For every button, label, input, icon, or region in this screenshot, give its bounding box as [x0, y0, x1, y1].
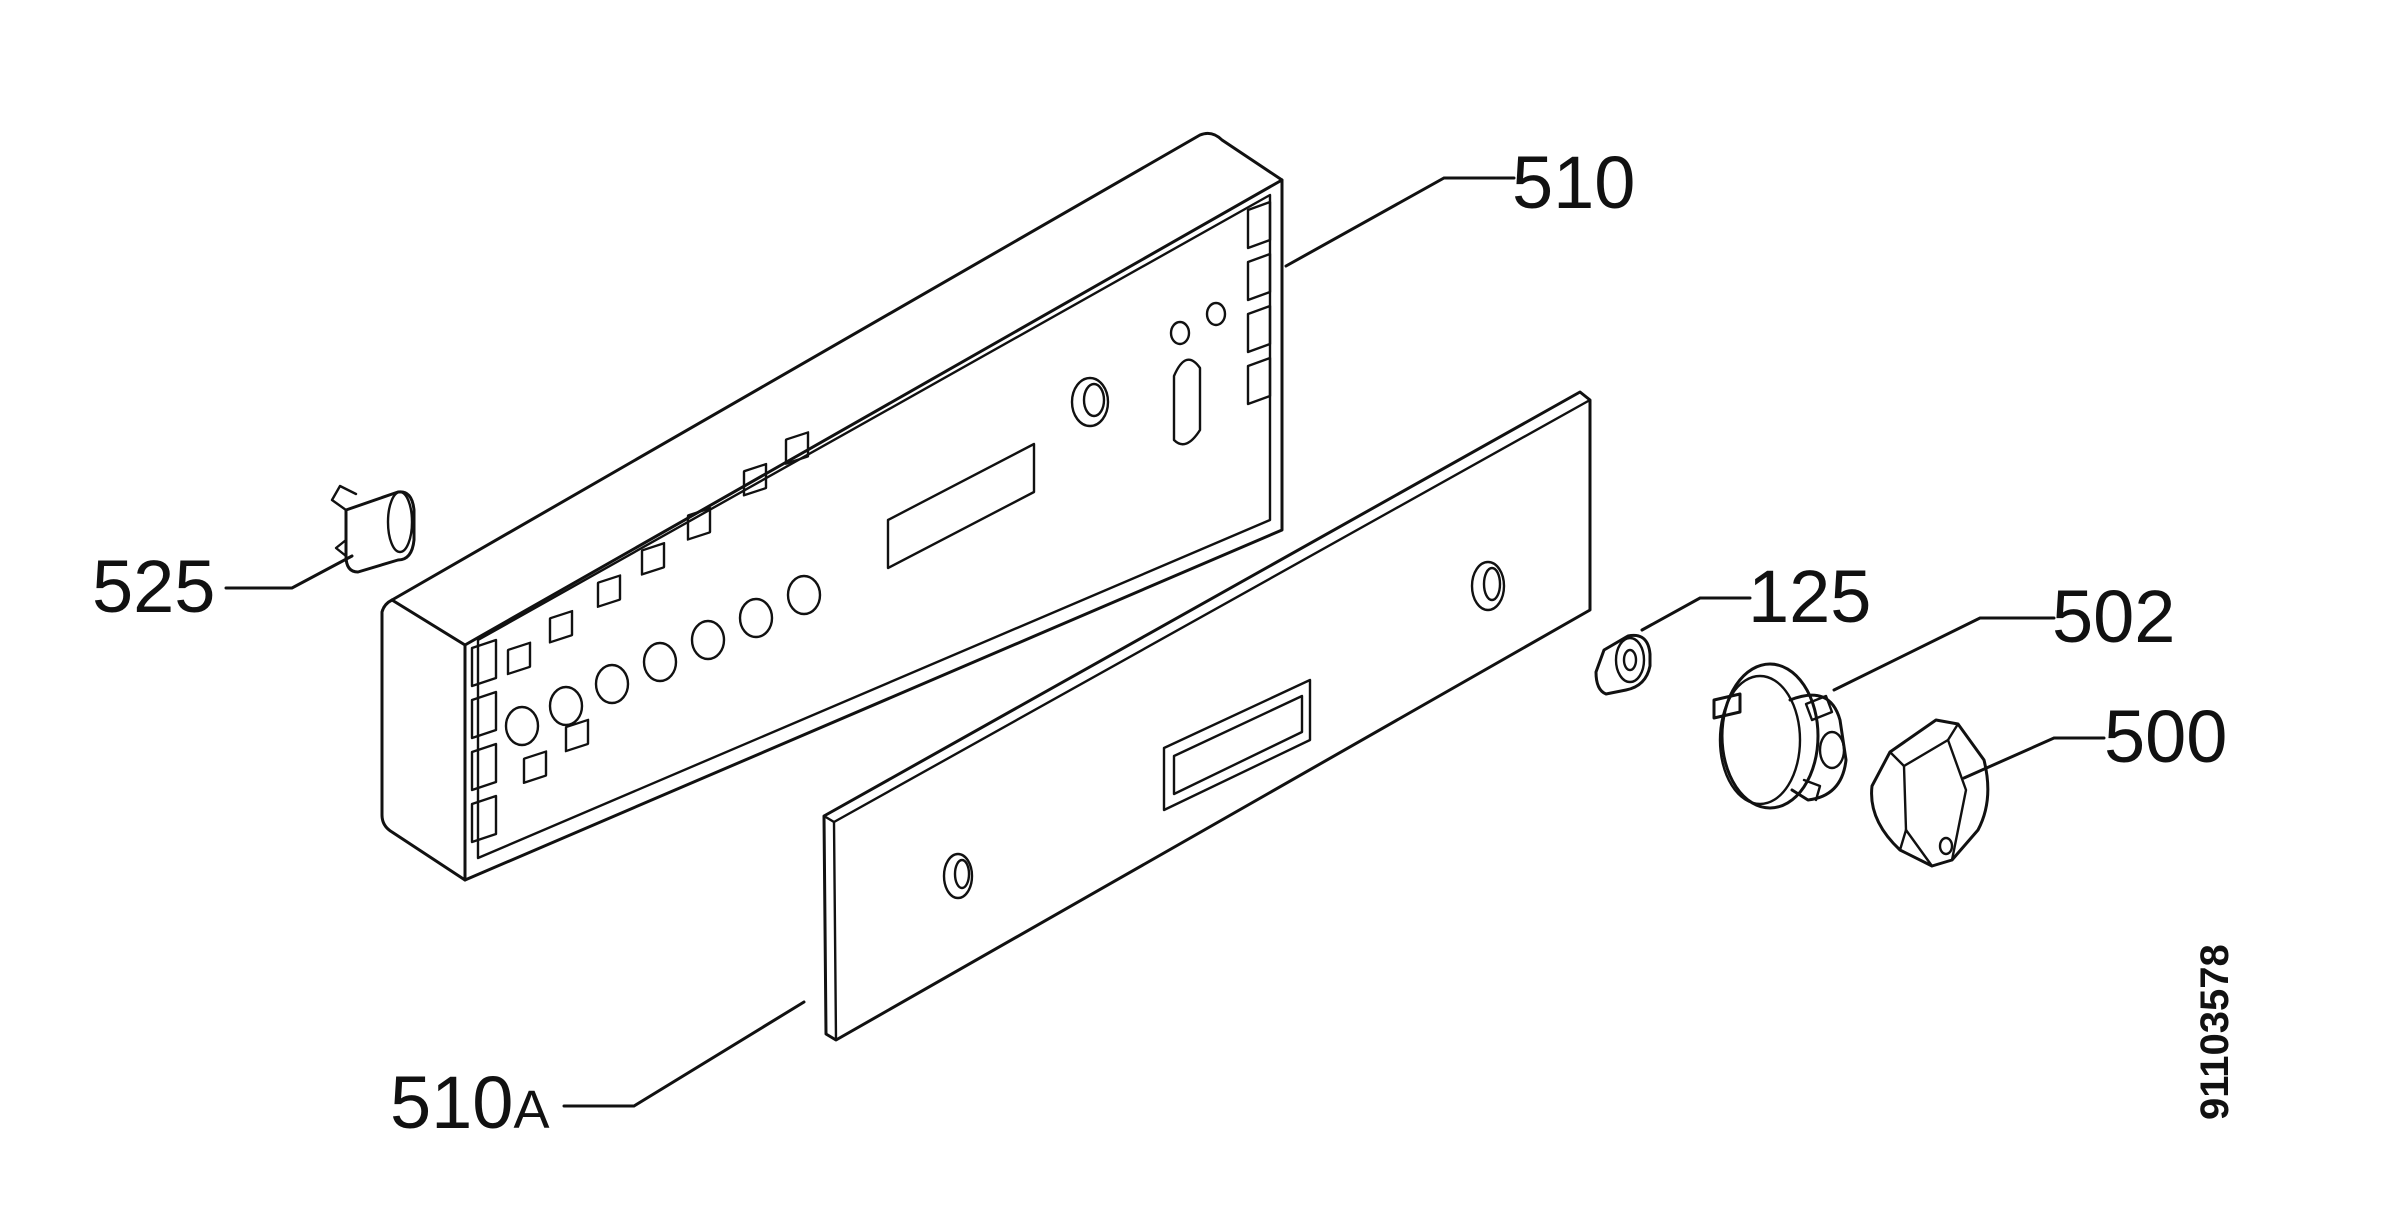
- callout-500: 500: [2104, 695, 2227, 778]
- callout-510: 510: [1512, 141, 1635, 224]
- control-panel-housing: [380, 131, 1284, 882]
- callout-510a-number: 510: [390, 1061, 513, 1144]
- spacer-ring: [1594, 633, 1652, 696]
- fascia-left-hole: [942, 852, 974, 900]
- leader-525: [224, 554, 354, 590]
- housing-knob-hole: [1070, 376, 1110, 428]
- housing-left-clip-slots: [470, 638, 498, 844]
- leader-502: [1832, 616, 2056, 692]
- leader-125: [1640, 596, 1752, 632]
- callout-502: 502: [2052, 575, 2175, 658]
- leader-lines: [224, 176, 2106, 1108]
- knob: [1870, 718, 1990, 868]
- leader-510: [1284, 176, 1516, 268]
- fascia-display-window: [1162, 678, 1312, 812]
- callout-525: 525: [92, 545, 215, 628]
- housing-right-clip-slots: [1246, 200, 1272, 406]
- front-fascia-plate: [822, 390, 1592, 1042]
- callout-125: 125: [1748, 555, 1871, 638]
- fascia-knob-hole: [1470, 560, 1506, 612]
- callout-510a-suffix: A: [513, 1080, 549, 1140]
- clip-part: [330, 484, 416, 574]
- knob-holder: [1712, 662, 1848, 810]
- housing-indicator-windows: [506, 431, 810, 785]
- callout-510a: 510A: [390, 1061, 550, 1144]
- drawing-number: 91103578: [2193, 944, 2237, 1120]
- housing-display-window: [886, 442, 1036, 570]
- housing-button-holes: [504, 574, 822, 747]
- leader-510a: [562, 1000, 806, 1108]
- leader-500: [1962, 736, 2106, 780]
- housing-side-slot: [1172, 358, 1202, 446]
